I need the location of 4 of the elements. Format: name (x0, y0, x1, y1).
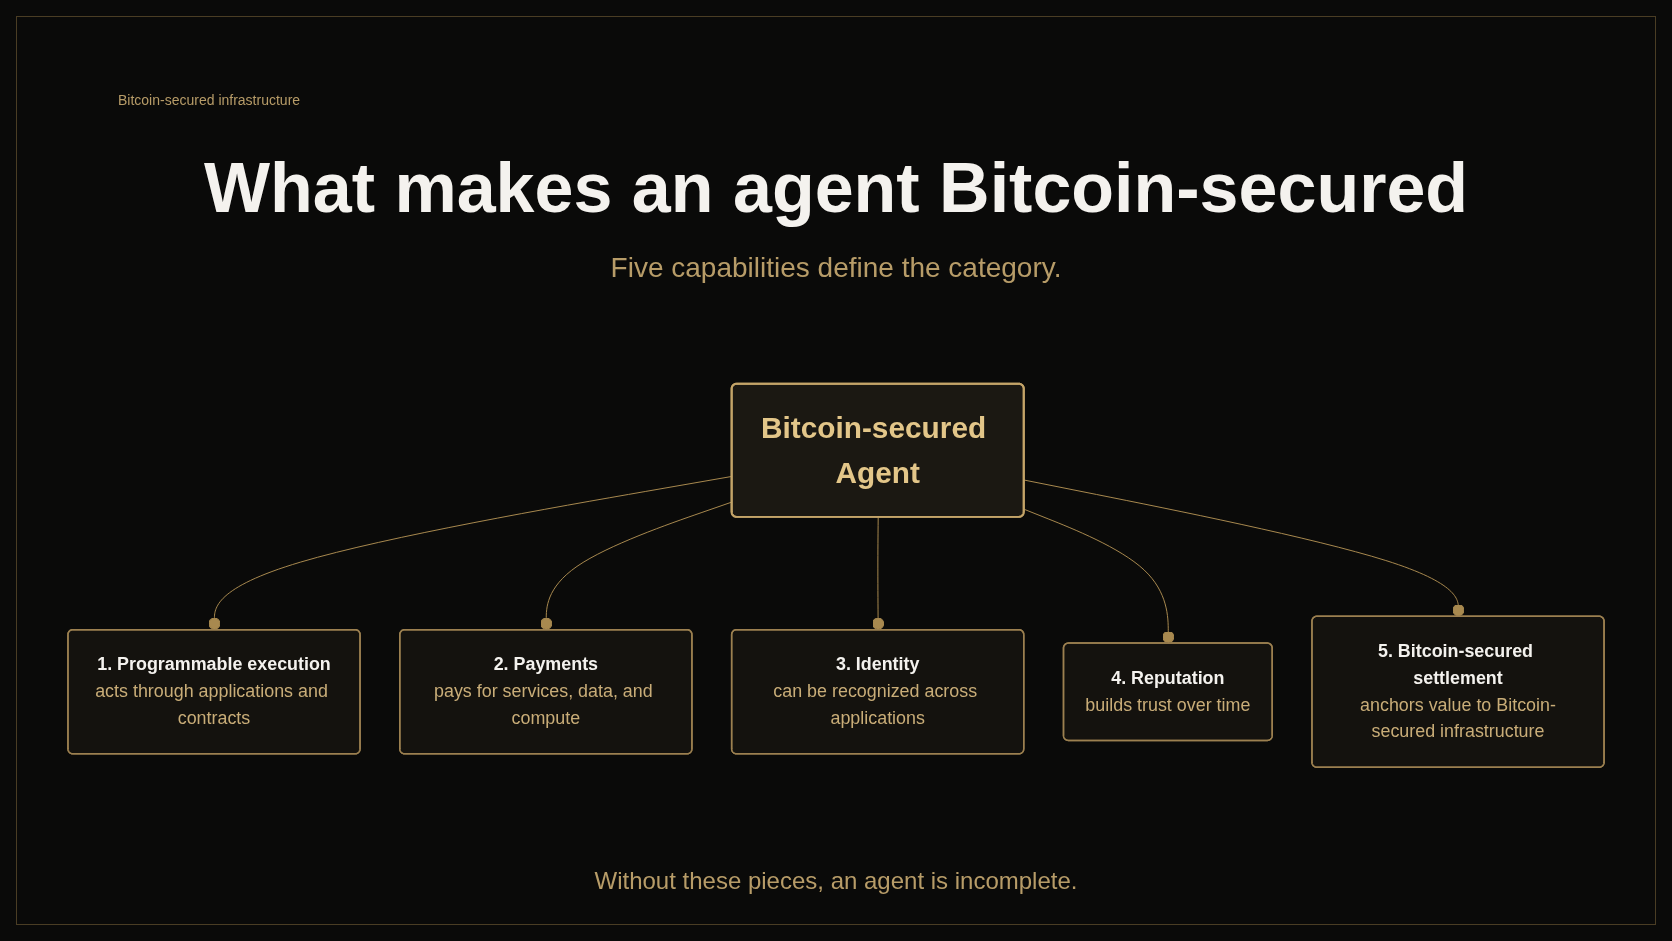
tagline: Bitcoin-secured infrastructure (118, 92, 301, 108)
caption: Without these pieces, an agent is incomplete. (594, 867, 1078, 895)
title: What makes an agent Bitcoin-secured (203, 150, 1469, 227)
subtitle: Five capabilities define the category. (610, 252, 1062, 284)
